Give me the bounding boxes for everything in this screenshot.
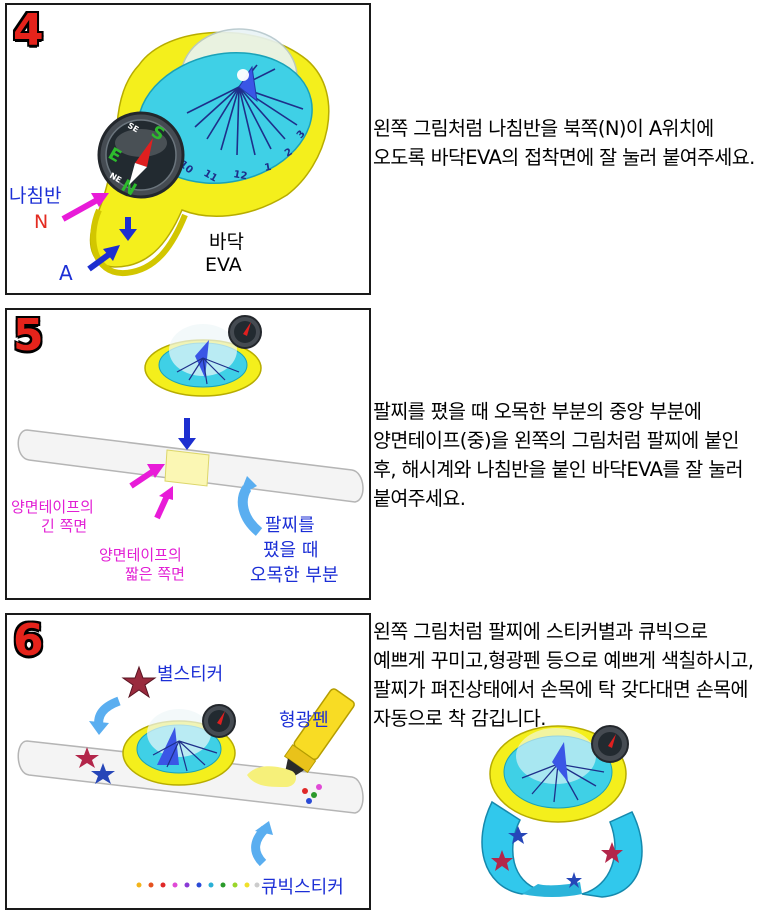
north-label: N: [34, 211, 49, 233]
double-sided-tape: [164, 449, 210, 487]
step-6-illustration: [17, 665, 364, 888]
concave-label-line3: 오목한 부분: [250, 565, 339, 586]
compass-pointer-arrow: [61, 196, 101, 222]
step-5-description: 팔찌를 폈을 때 오목한 부분의 중앙 부분에 양면테이프(중)을 왼쪽의 그림…: [373, 400, 744, 510]
finished-bracelet-illustration: [481, 725, 643, 898]
step-number: 4: [13, 5, 44, 56]
highlighter-label: 형광펜: [279, 710, 329, 731]
tape-short-arrow: [154, 494, 170, 520]
down-arrow: [184, 418, 190, 440]
tape-long-label-line2: 긴 쪽면: [41, 517, 88, 535]
cubic-dot-row: [136, 882, 260, 888]
star-sticker: [75, 747, 99, 768]
highlight-mark: [247, 766, 297, 787]
tape-short-label-line2: 짧은 쪽면: [125, 565, 185, 583]
highlighter: [283, 688, 355, 779]
step-5-illustration: [17, 315, 364, 536]
star-sticker-label: 별스티커: [157, 664, 224, 685]
dial-number: 12: [232, 169, 248, 182]
tape-long-arrow: [129, 467, 157, 489]
dial-number: 2: [283, 147, 295, 160]
cubic-sticker-label: 큐빅스티커: [261, 877, 344, 898]
step-6-panel: 6: [5, 613, 371, 910]
base-label-line2: EVA: [205, 254, 242, 276]
tape-short-label-line1: 양면테이프의: [99, 546, 182, 564]
gnomon: [552, 742, 568, 782]
base-label-line1: 바닥: [209, 231, 244, 253]
star-sticker: [121, 665, 157, 699]
compass-illustration: N E S NE SE: [97, 111, 185, 200]
concave-label-line2: 폈을 때: [263, 540, 319, 561]
cubic-arrow: [251, 825, 269, 867]
point-a-label: A: [59, 261, 73, 285]
step-number: 5: [13, 310, 44, 361]
star-sticker: [91, 763, 115, 784]
concave-arrow: [237, 485, 263, 536]
dial-number: 1: [264, 162, 273, 174]
step-4-description: 왼쪽 그림처럼 나침반을 북쪽(N)이 A위치에 오도록 바닥EVA의 접착면에…: [373, 117, 755, 169]
step-number: 6: [13, 615, 44, 666]
step-5-panel: 5 양면테이프의 긴 쪽면 양면테이프의 짧은 쪽면 팔찌를 폈을 때: [5, 308, 371, 600]
concave-label-line1: 팔찌를: [265, 515, 315, 536]
tape-long-label-line1: 양면테이프의: [11, 498, 94, 516]
gnomon: [157, 727, 179, 765]
step-6-description: 왼쪽 그림처럼 팔찌에 스티커별과 큐빅으로 예쁘게 꾸미고,형광펜 등으로 예…: [373, 620, 754, 730]
step-4-panel: 4 10 11 12 1 2 3: [5, 3, 371, 295]
compass-label: 나침반: [9, 185, 62, 207]
point-a-arrow: [87, 250, 113, 272]
step-4-illustration: 10 11 12 1 2 3 N E S NE SE: [61, 28, 330, 277]
